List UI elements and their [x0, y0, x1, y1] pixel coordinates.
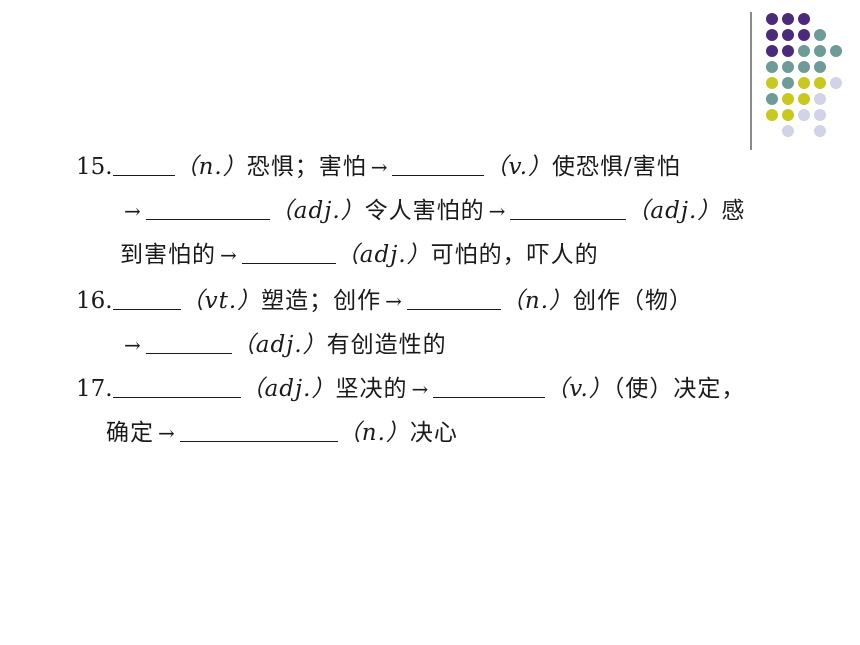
decorative-divider [750, 12, 752, 150]
answer-blank[interactable] [145, 197, 270, 220]
decor-dot [766, 13, 778, 25]
decor-dot [830, 45, 842, 57]
part-of-speech: （n.） [174, 154, 247, 180]
definition-text: 创作（物） [573, 288, 694, 314]
answer-blank[interactable] [112, 375, 241, 398]
decor-dot [766, 109, 778, 121]
exercise-line: 16. （vt.）塑造；创作→ （n.）创作（物） [76, 286, 693, 316]
exercise-line: → （adj.）有创造性的 [120, 330, 447, 360]
definition-text: 坚决的 [335, 376, 408, 402]
answer-blank[interactable] [510, 197, 627, 220]
answer-blank[interactable] [112, 287, 181, 310]
arrow-right-icon: → [124, 199, 142, 223]
decor-dot [782, 61, 794, 73]
decor-dot [766, 77, 778, 89]
decor-dot [814, 125, 826, 137]
decor-dot [798, 13, 810, 25]
decor-dot [814, 93, 826, 105]
decorative-dot-grid [0, 0, 860, 150]
arrow-right-icon: → [488, 199, 507, 223]
decor-dot [814, 45, 826, 57]
decor-dot [782, 29, 794, 41]
definition-text: 塑造；创作 [261, 288, 382, 314]
arrow-right-icon: → [370, 155, 389, 179]
answer-blank[interactable] [112, 153, 175, 176]
exercise-line: →（adj.）令人害怕的→（adj.）感 [120, 196, 745, 226]
decor-dot [782, 109, 794, 121]
decor-dot [766, 61, 778, 73]
decor-dot [782, 93, 794, 105]
decor-dot [782, 77, 794, 89]
decor-dot [798, 61, 810, 73]
definition-text: （使）决定， [612, 376, 746, 402]
part-of-speech: （adj.） [269, 198, 365, 224]
part-of-speech: （n.） [337, 420, 410, 446]
decor-dot [782, 125, 794, 137]
answer-blank[interactable] [406, 287, 501, 310]
exercise-line: 到害怕的→ （adj.）可怕的，吓人的 [120, 240, 599, 270]
answer-blank[interactable] [392, 153, 485, 176]
definition-text: 使恐惧/害怕 [552, 154, 681, 180]
arrow-right-icon: → [158, 421, 176, 445]
part-of-speech: （v.） [545, 376, 613, 402]
answer-blank[interactable] [241, 241, 336, 264]
answer-blank[interactable] [179, 419, 338, 442]
arrow-right-icon: → [385, 289, 403, 313]
arrow-right-icon: → [220, 243, 238, 267]
decor-dot [766, 93, 778, 105]
definition-text: 可怕的，吓人的 [430, 242, 599, 268]
answer-blank[interactable] [433, 375, 546, 398]
decor-dot [830, 77, 842, 89]
definition-text: 令人害怕的 [364, 198, 485, 224]
definition-text: 确定 [106, 420, 154, 446]
decor-dot [782, 13, 794, 25]
decor-dot [814, 109, 826, 121]
part-of-speech: （adj.） [626, 198, 722, 224]
exercise-line: 确定→ （n.）决心 [106, 418, 458, 448]
definition-text: 决心 [409, 420, 458, 446]
decor-dot [766, 29, 778, 41]
question-number: 16. [76, 288, 113, 314]
definition-text: 到害怕的 [120, 242, 216, 268]
answer-blank[interactable] [145, 331, 232, 354]
decor-dot [798, 109, 810, 121]
decor-dot [814, 61, 826, 73]
part-of-speech: （vt.） [180, 288, 262, 314]
definition-text: 恐惧；害怕 [246, 154, 367, 180]
definition-text: 有创造性的 [326, 332, 447, 358]
decor-dot [782, 45, 794, 57]
decor-dot [798, 29, 810, 41]
part-of-speech: （adj.） [335, 242, 431, 268]
part-of-speech: （n.） [500, 288, 574, 314]
arrow-right-icon: → [124, 333, 142, 357]
part-of-speech: （adj.） [231, 332, 327, 358]
decor-dot [798, 45, 810, 57]
decor-dot [814, 29, 826, 41]
decor-dot [798, 93, 810, 105]
part-of-speech: （adj.） [240, 376, 336, 402]
decor-dot [798, 77, 810, 89]
question-number: 17. [76, 376, 113, 402]
exercise-line: 17. （adj.）坚决的→ （v.）（使）决定， [76, 374, 745, 404]
part-of-speech: （v.） [484, 154, 553, 180]
exercise-line: 15. （n.）恐惧；害怕→ （v.）使恐惧/害怕 [76, 152, 681, 182]
arrow-right-icon: → [411, 377, 430, 401]
decor-dot [766, 45, 778, 57]
decor-dot [814, 77, 826, 89]
question-number: 15. [76, 154, 113, 180]
definition-text: 感 [721, 198, 746, 224]
